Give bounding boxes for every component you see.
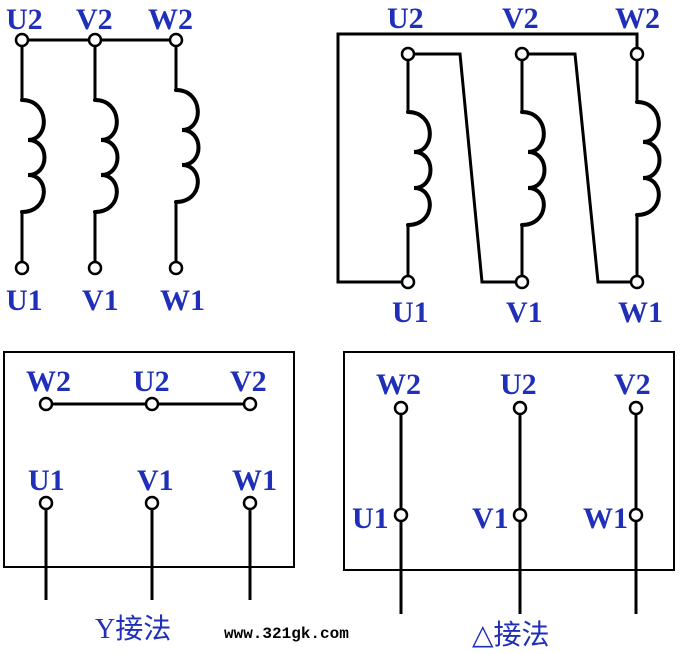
box-label-u2: U2 [133, 365, 170, 398]
terminal-u2 [14, 32, 30, 48]
delta-terminal-box: W2 U2 V2 U1 V1 W1 [343, 351, 675, 614]
dbox-label-w1: W1 [583, 502, 628, 535]
delta-label-w1: W1 [618, 296, 663, 329]
label-w2: W2 [148, 3, 193, 36]
box-label-v2: V2 [230, 365, 267, 398]
u-winding-coil [20, 98, 47, 214]
box-terminal-w1 [242, 495, 258, 511]
label-v2: V2 [76, 3, 113, 36]
box-terminal-u2 [144, 396, 160, 412]
box-label-u1: U1 [28, 464, 65, 497]
terminal-w1 [168, 260, 184, 276]
label-u2: U2 [6, 3, 43, 36]
label-v1: V1 [82, 284, 119, 317]
caption-delta-connection: △接法 [472, 619, 550, 651]
box-label-w1: W1 [232, 464, 277, 497]
star-windings: U2 V2 W2 U1 V1 W1 [6, 3, 205, 317]
terminal-u1 [14, 260, 30, 276]
box-terminal-v2 [242, 396, 258, 412]
dbox-label-u2: U2 [500, 368, 537, 401]
dbox-terminal-w1 [628, 507, 644, 523]
dbox-label-w2: W2 [376, 368, 421, 401]
box-terminal-u1 [38, 495, 54, 511]
dbox-terminal-v1 [512, 507, 528, 523]
dbox-label-v1: V1 [472, 502, 509, 535]
delta-u-coil [406, 110, 433, 227]
label-w1: W1 [160, 284, 205, 317]
star-box-frame [3, 351, 295, 568]
box-label-w2: W2 [26, 365, 71, 398]
caption-website: www.321gk.com [224, 625, 349, 643]
star-terminal-box: W2 U2 V2 U1 V1 W1 [3, 351, 295, 600]
caption-star-connection: Y接法 [95, 613, 171, 645]
terminal-v1 [87, 260, 103, 276]
delta-label-w2: W2 [615, 2, 660, 35]
box-terminal-w2 [38, 396, 54, 412]
box-label-v1: V1 [137, 464, 174, 497]
dbox-label-u1: U1 [352, 502, 389, 535]
delta-label-v2: V2 [502, 2, 539, 35]
delta-link-u2-v1 [408, 52, 522, 284]
dbox-terminal-u1 [393, 507, 409, 523]
delta-box-frame [343, 351, 675, 571]
v-winding-coil [93, 98, 120, 214]
terminal-w2 [168, 32, 184, 48]
delta-terminal-w2 [629, 46, 645, 62]
delta-label-u1: U1 [392, 296, 429, 329]
w-winding-coil [174, 88, 201, 204]
delta-label-v1: V1 [506, 296, 543, 329]
delta-link-v2-w1 [522, 52, 637, 284]
label-u1: U1 [6, 284, 43, 317]
dbox-label-v2: V2 [614, 368, 651, 401]
delta-loop-w2-u1 [336, 32, 639, 284]
delta-windings: U2 V2 W2 U1 V1 W1 [336, 2, 663, 329]
delta-terminal-v1 [514, 274, 530, 290]
delta-v-coil [520, 110, 547, 227]
dbox-terminal-v2 [628, 400, 644, 416]
delta-label-u2: U2 [387, 2, 424, 35]
box-terminal-v1 [144, 495, 160, 511]
delta-terminal-v2 [514, 46, 530, 62]
delta-terminal-w1 [629, 274, 645, 290]
delta-terminal-u2 [400, 46, 416, 62]
delta-w-coil [635, 100, 662, 217]
dbox-terminal-w2 [393, 400, 409, 416]
dbox-terminal-u2 [512, 400, 528, 416]
delta-terminal-u1 [400, 274, 416, 290]
terminal-v2 [87, 32, 103, 48]
